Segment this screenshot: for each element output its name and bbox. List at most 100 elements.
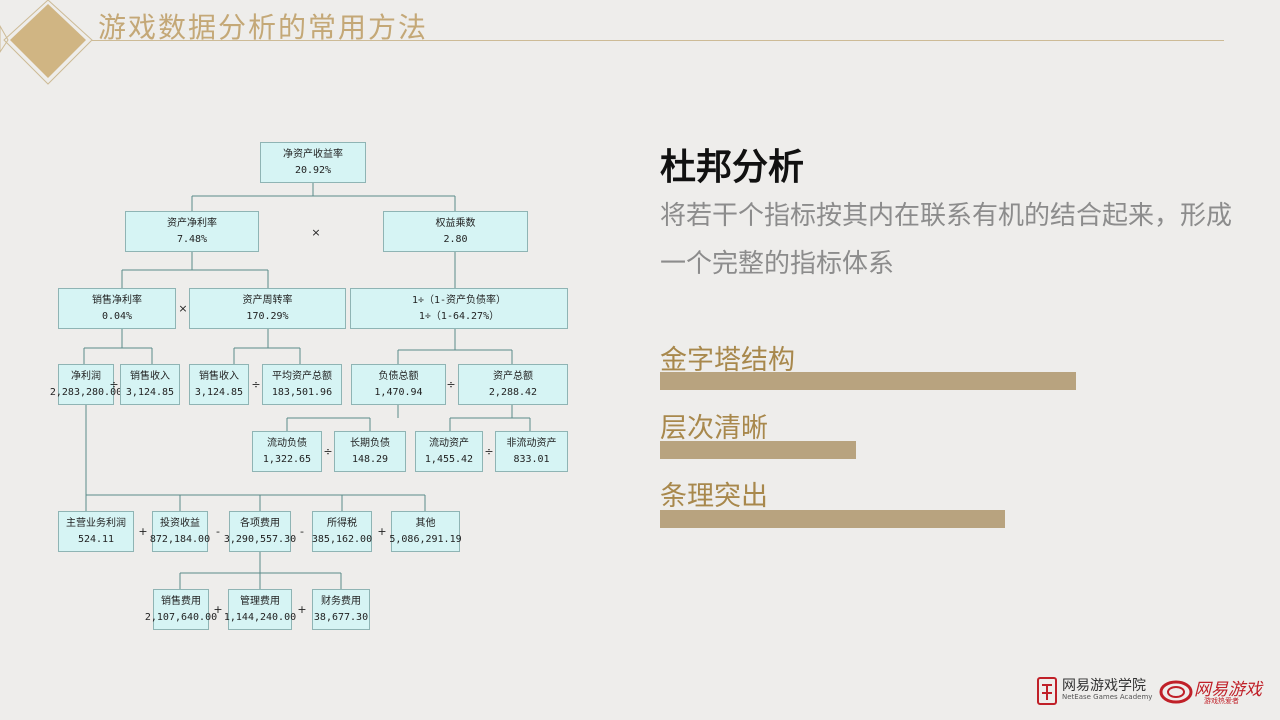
node-label: 资产周转率 (242, 294, 293, 306)
node-admin-expenses: 管理费用 1,144,240.00 (224, 589, 296, 630)
node-sales-revenue: 销售收入 3,124.85 (189, 364, 249, 405)
minus-operator: - (300, 525, 304, 538)
feature-bar-pyramid (660, 372, 1076, 390)
node-label: 管理费用 (240, 595, 280, 607)
node-selling-expenses: 销售费用 2,107,640.00 (145, 589, 217, 630)
multiply-operator: × (178, 302, 188, 315)
node-label: 平均资产总额 (272, 370, 332, 382)
node-main-business-profit: 主营业务利润 524.11 (58, 511, 134, 552)
multiply-operator: × (311, 226, 321, 239)
node-value: 1,455.42 (424, 453, 474, 465)
section-title: 杜邦分析 (660, 147, 805, 188)
node-value: 20.92% (294, 164, 332, 176)
academy-seal-icon (1037, 677, 1057, 705)
footer-logos: 网易游戏学院 NetEase Games Academy 网易游戏 游戏热爱者 (1036, 672, 1266, 712)
feature-label-layers: 层次清晰 (660, 413, 768, 444)
node-label: 资产净利率 (167, 217, 217, 229)
node-value: 38,677.30 (313, 611, 369, 623)
node-income-tax: 所得税 385,162.00 (312, 511, 372, 552)
node-other: 其他 5,086,291.19 (389, 511, 462, 552)
node-value: 7.48% (176, 233, 208, 245)
node-label: 流动负债 (267, 437, 307, 449)
node-label: 负债总额 (378, 370, 419, 382)
diamond-logo-icon (0, 0, 100, 100)
node-label: 销售费用 (161, 595, 201, 607)
node-noncurrent-assets: 非流动资产 833.01 (495, 431, 568, 472)
node-financial-expenses: 财务费用 38,677.30 (312, 589, 370, 630)
node-value: 1,322.65 (262, 453, 312, 465)
divide-operator: ÷ (251, 378, 261, 391)
plus-operator: + (297, 603, 307, 616)
node-value: 1,144,240.00 (223, 611, 297, 623)
node-current-liabilities: 流动负债 1,322.65 (252, 431, 322, 472)
node-long-term-liabilities: 长期负债 148.29 (334, 431, 406, 472)
node-value: 872,184.00 (149, 533, 211, 545)
node-value: 0.04% (101, 310, 133, 322)
academy-english-name: NetEase Games Academy (1062, 693, 1153, 701)
node-label: 主营业务利润 (66, 517, 126, 529)
feature-label-clarity: 条理突出 (660, 481, 768, 512)
node-label: 资产总额 (493, 370, 533, 382)
section-description: 将若干个指标按其内在联系有机的结合起来，形成一个完整的指标体系 (660, 201, 1233, 279)
node-investment-income: 投资收益 872,184.00 (149, 511, 211, 552)
node-value: 170.29% (246, 310, 289, 322)
node-net-profit: 净利润 2,283,280.00 (50, 364, 122, 405)
node-equity-multiplier: 权益乘数 2.80 (383, 211, 528, 252)
node-asset-turnover: 资产周转率 170.29% (189, 288, 346, 329)
node-avg-total-assets: 平均资产总额 183,501.96 (262, 364, 342, 405)
node-value: 1÷（1-64.27%） (418, 310, 500, 322)
node-value: 183,501.96 (271, 386, 333, 398)
plus-operator: + (213, 603, 223, 616)
node-value: 148.29 (351, 453, 389, 465)
plus-operator: + (377, 525, 387, 538)
node-label: 净资产收益率 (283, 148, 343, 160)
feature-bar-layers (660, 441, 856, 459)
node-label: 销售收入 (130, 370, 170, 382)
node-label: 各项费用 (240, 517, 280, 529)
divide-operator: ÷ (323, 445, 333, 458)
node-label: 销售收入 (199, 370, 239, 382)
divide-operator: ÷ (484, 445, 494, 458)
minus-operator: - (216, 525, 220, 538)
node-label: 所得税 (327, 517, 357, 529)
node-net-profit-margin: 销售净利率 0.04% (58, 288, 176, 329)
node-value: 833.01 (513, 453, 550, 465)
node-label: 非流动资产 (506, 437, 557, 449)
node-value: 5,086,291.19 (389, 533, 462, 545)
node-sales-revenue: 销售收入 3,124.85 (120, 364, 180, 405)
divide-operator: ÷ (446, 378, 456, 391)
node-value: 1,470.94 (374, 386, 423, 398)
node-value: 2.80 (443, 233, 468, 245)
node-value: 3,124.85 (125, 386, 175, 398)
node-label: 财务费用 (321, 595, 361, 607)
node-label: 1÷（1-资产负债率） (411, 294, 507, 306)
node-value: 3,124.85 (194, 386, 244, 398)
node-value: 524.11 (77, 533, 115, 545)
node-current-assets: 流动资产 1,455.42 (415, 431, 483, 472)
node-total-assets: 资产总额 2,288.42 (458, 364, 568, 405)
node-label: 净利润 (71, 370, 101, 382)
node-label: 长期负债 (350, 437, 390, 449)
node-roe: 净资产收益率 20.92% (260, 142, 366, 183)
netease-games-tagline: 游戏热爱者 (1204, 697, 1239, 705)
node-roa: 资产净利率 7.48% (125, 211, 259, 252)
node-label: 投资收益 (160, 517, 200, 529)
node-label: 权益乘数 (435, 217, 476, 229)
node-label: 其他 (415, 517, 436, 529)
netease-games-name: 网易游戏 (1194, 680, 1262, 700)
node-value: 2,107,640.00 (144, 611, 218, 623)
page-title: 游戏数据分析的常用方法 (98, 11, 429, 44)
node-value: 2,288.42 (488, 386, 538, 398)
feature-bar-clarity (660, 510, 1005, 528)
plus-operator: + (138, 525, 148, 538)
node-value: 2,283,280.00 (49, 386, 123, 398)
node-value: 385,162.00 (311, 533, 373, 545)
divide-operator: ÷ (109, 378, 119, 391)
node-label: 销售净利率 (92, 294, 142, 306)
netease-swirl-icon (1159, 680, 1193, 704)
node-label: 流动资产 (429, 437, 469, 449)
academy-name: 网易游戏学院 (1062, 678, 1146, 694)
